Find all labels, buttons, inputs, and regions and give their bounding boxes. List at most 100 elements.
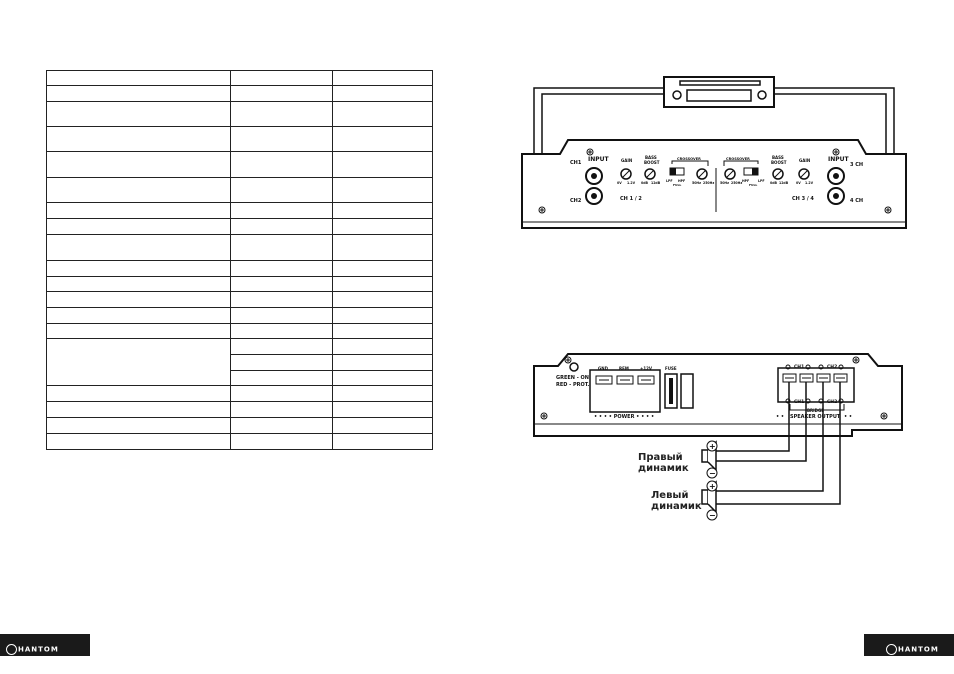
ch2-label: CH2: [570, 198, 582, 204]
table-row: [46, 417, 433, 434]
power-led-icon: [569, 362, 579, 372]
table-row: [46, 151, 433, 178]
table-row: [46, 385, 433, 402]
right-speaker-label: Правый динамик: [638, 452, 689, 474]
fuse-icon[interactable]: [680, 373, 694, 409]
table-row: [46, 338, 433, 386]
bass-boost-knob[interactable]: [772, 168, 784, 180]
crossover-knob[interactable]: [696, 168, 708, 180]
screw-icon: [564, 356, 572, 364]
rca-jack-ch1[interactable]: [585, 167, 603, 185]
svg-text:−: −: [709, 511, 716, 520]
speaker-wire: [708, 382, 807, 462]
speaker-terminal[interactable]: [816, 373, 831, 383]
rem-terminal[interactable]: [616, 375, 634, 385]
rca-jack-ch2[interactable]: [585, 187, 603, 205]
crossover-knob[interactable]: [724, 168, 736, 180]
lpf-label: LPF: [666, 179, 673, 183]
fuse-icon[interactable]: [664, 373, 678, 409]
scale-label: 250Hz: [731, 181, 742, 185]
scale-label: 0V: [796, 181, 801, 185]
speaker-wire: [708, 382, 790, 452]
svg-text:+: +: [709, 482, 716, 491]
scale-label: 1.2V: [805, 181, 814, 185]
ch2-top-label: CH2: [827, 364, 837, 370]
screw-icon: [884, 206, 892, 214]
head-unit-knob: [672, 90, 682, 100]
bass-boost-knob[interactable]: [644, 168, 656, 180]
gain-label: GAIN: [621, 158, 632, 163]
gnd-label: GND: [598, 366, 609, 371]
ch3-label: 3 CH: [850, 162, 863, 168]
plus-icon: +: [706, 440, 718, 452]
table-row: [46, 323, 433, 339]
table-row: [46, 276, 433, 292]
boost-label: BOOST: [644, 160, 660, 165]
plus-icon: +: [706, 480, 718, 492]
full-label: FULL: [673, 183, 681, 187]
input-panel-diagram: INPUT INPUT CH1 CH2 3 CH 4 CH GAIN BASS …: [521, 76, 907, 229]
screw-icon: [880, 412, 888, 420]
speaker-terminal[interactable]: [833, 373, 848, 383]
logo-ring-icon: [6, 644, 17, 655]
ch1-top-label: CH1: [794, 364, 804, 370]
head-unit-slot: [679, 80, 761, 86]
minus-icon: −: [706, 509, 718, 521]
scale-label: 0V: [617, 181, 622, 185]
input-label-left: INPUT: [588, 156, 610, 163]
svg-text:−: −: [709, 469, 716, 478]
rca-jack-ch4[interactable]: [827, 187, 845, 205]
screw-icon: [586, 148, 594, 156]
table-row: [46, 85, 433, 102]
table-row: [46, 260, 433, 277]
full-label: FULL: [749, 183, 757, 187]
input-label-right: INPUT: [828, 156, 850, 163]
scale-label: 12dB: [651, 181, 661, 185]
table-row: [46, 401, 433, 418]
crossover-switch[interactable]: [669, 167, 685, 176]
screw-icon: [852, 356, 860, 364]
scale-label: 50Hz: [692, 181, 701, 185]
minus-icon: −: [706, 467, 718, 479]
scale-label: 12dB: [779, 181, 789, 185]
svg-text:+: +: [709, 442, 716, 451]
gain-knob[interactable]: [620, 168, 632, 180]
crossover-label: CROSSOVER: [726, 157, 750, 161]
scale-label: 0dB: [770, 181, 777, 185]
table-row: [46, 307, 433, 324]
scale-label: 1.2V: [627, 181, 636, 185]
ch12-label: CH 1 / 2: [620, 196, 642, 202]
crossover-label: CROSSOVER: [677, 157, 701, 161]
spec-table: [46, 70, 433, 450]
hpf-label: HPF: [678, 179, 685, 183]
table-row: [46, 101, 433, 127]
screw-icon: [538, 206, 546, 214]
gain-knob[interactable]: [798, 168, 810, 180]
bass-label: BASS: [645, 155, 657, 160]
speaker-wire: [708, 382, 824, 492]
rca-jack-ch3[interactable]: [827, 167, 845, 185]
logo-ring-icon: [886, 644, 897, 655]
plus12v-terminal[interactable]: [637, 375, 655, 385]
speaker-output-label: SPEAKER OUTPUT: [790, 414, 841, 420]
table-row: [46, 433, 433, 450]
ch2-bottom-label: CH2: [827, 399, 837, 405]
hpf-label: HPF: [742, 179, 749, 183]
power-label: • • • • POWER • • • •: [594, 414, 654, 420]
table-row: [46, 218, 433, 235]
brand-logo: HANTOM: [886, 644, 939, 655]
ch34-label: CH 3 / 4: [792, 196, 814, 202]
speaker-wire: [708, 382, 841, 505]
scale-label: 0dB: [641, 181, 648, 185]
table-row: [46, 234, 433, 261]
crossover-switch[interactable]: [743, 167, 759, 176]
gnd-terminal[interactable]: [595, 375, 613, 385]
speaker-terminal[interactable]: [782, 373, 797, 383]
dots-label: • •: [844, 414, 852, 420]
bridge-label: BRIDGE: [807, 408, 824, 413]
bass-label: BASS: [772, 155, 784, 160]
ch1-label: CH1: [570, 160, 582, 166]
head-unit-knob: [757, 90, 767, 100]
screw-icon: [540, 412, 548, 420]
speaker-terminal[interactable]: [799, 373, 814, 383]
